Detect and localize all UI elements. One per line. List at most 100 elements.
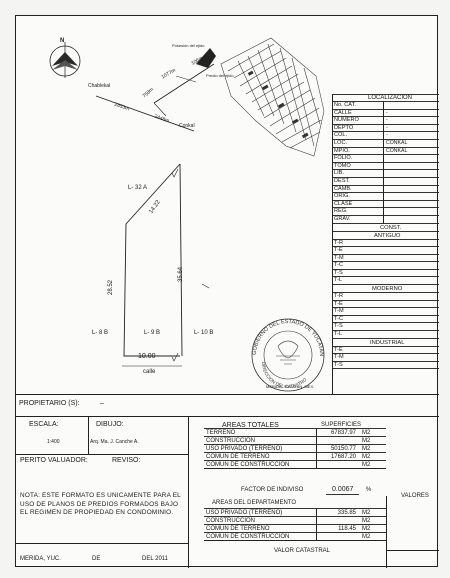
localizacion-row: LIB.: [332, 170, 439, 178]
localizacion-key: COL.: [334, 132, 348, 139]
localizacion-key: CLASE: [334, 200, 353, 207]
const-row: T-M: [332, 354, 439, 362]
localizacion-key: MPIO.: [334, 147, 350, 154]
antiguo-title: ANTIGUO: [374, 232, 401, 239]
area-unit: M2: [362, 445, 371, 452]
area-unit: M2: [362, 453, 371, 460]
map-drawing: [49, 37, 325, 367]
cadastral-sheet: N Chablekal Conkal 2853m 2448m 758m 1077…: [15, 15, 439, 568]
const-key: T-S: [334, 269, 343, 276]
const-row: T-E: [332, 301, 439, 309]
lot-left-label: L- 8 B: [92, 330, 109, 336]
const-row: T-L: [332, 331, 439, 339]
const-key: T-E: [334, 247, 343, 254]
moderno-title: MODERNO: [372, 286, 403, 293]
area-key: COMUN DE CONSTRUCCION: [206, 461, 290, 468]
valor-catastral-label: VALOR CATASTRAL: [274, 548, 331, 554]
localizacion-key: ORIG.: [334, 193, 350, 200]
lot-center-label: L- 9 B: [144, 330, 161, 336]
depto-unit: M2: [362, 517, 371, 524]
area-row: COMUN DE TERRENO 17687.20 M2: [204, 452, 386, 460]
depto-unit: M2: [362, 509, 371, 516]
area-unit: M2: [362, 437, 371, 444]
fecha-city: MERIDA, YUC.: [20, 556, 61, 562]
area-key: TERRENO: [206, 429, 236, 436]
const-key: T-R: [334, 293, 344, 300]
localizacion-key: NUMERO: [334, 117, 359, 124]
localizacion-key: REG.: [334, 208, 348, 215]
localizacion-value: CONKAL: [386, 147, 408, 154]
const-row: T-E: [332, 347, 439, 355]
seal-ring-text: GOBIERNO DEL ESTADO DE YUCATAN: [252, 319, 324, 356]
const-row: T-M: [332, 255, 439, 263]
const-row: T-M: [332, 308, 439, 316]
government-seal-icon: GOBIERNO DEL ESTADO DE YUCATAN DIRECCION…: [251, 318, 325, 392]
escala-label: ESCALA:: [29, 421, 59, 428]
conkal-label: Conkal: [179, 123, 195, 129]
localizacion-row: CALLE-: [332, 110, 439, 118]
lot-boundary-left: [123, 163, 181, 357]
area-key: CONSTRUCCION: [206, 437, 255, 444]
reviso-label: REVISO:: [112, 457, 141, 464]
localizacion-row: COL.-: [332, 132, 439, 140]
localizacion-value: CONKAL: [386, 139, 408, 146]
dim-right-label: 35.64: [178, 266, 185, 283]
fecha-de: DE: [92, 556, 101, 562]
const-key: T-M: [334, 308, 344, 315]
superficies-title: SUPERFICIES: [321, 422, 362, 428]
const-row: T-C: [332, 262, 439, 270]
const-key: T-M: [334, 254, 344, 261]
localizacion-row: MPIO. CONKAL: [332, 148, 439, 156]
const-row: T-S: [332, 323, 439, 332]
localizacion-key: LIB.: [334, 170, 344, 177]
lot-boundary-right: [179, 163, 183, 357]
dibujo-value: Arq. Ma. J. Canche A.: [90, 439, 139, 445]
localizacion-key: DEPTO: [334, 124, 354, 131]
localizacion-key: LOC.: [334, 139, 348, 146]
localizacion-table: LOCALIZACION No. CAT.CALLE-NUMERO-DEPTO-…: [332, 94, 439, 370]
localizacion-key: GRAV.: [334, 215, 351, 222]
localizacion-row: REG.: [332, 208, 439, 216]
areas-title: AREAS TOTALES: [222, 422, 279, 429]
const-key: T-M: [334, 354, 344, 361]
dim-bottom-label: 10.00: [138, 353, 156, 360]
localizacion-row: NUMERO-: [332, 117, 439, 125]
localizacion-key: TOMO: [334, 162, 351, 169]
const-row: T-S: [332, 270, 439, 278]
localizacion-row: DEST.: [332, 178, 439, 186]
localizacion-row: TOMO: [332, 163, 439, 171]
seal-bottom-text: MERIDA, YUCATAN, MEX.: [266, 384, 315, 389]
const-row: T-L: [332, 277, 439, 286]
propietario-value: –: [100, 400, 104, 407]
const-key: T-L: [334, 331, 343, 338]
localizacion-rows: No. CAT.CALLE-NUMERO-DEPTO-COL.-LOC.CONK…: [332, 102, 439, 224]
ejido-possession-label: Posesión del ejido: [172, 43, 205, 48]
road-north: [153, 63, 215, 104]
area-key: COMUN DE TERRENO: [206, 453, 270, 460]
area-value: 17687.20: [330, 453, 356, 460]
street-label: calle: [143, 369, 156, 375]
const-row: T-R: [332, 293, 439, 301]
area-unit: M2: [362, 461, 371, 468]
localizacion-row: GRAV.: [332, 216, 439, 224]
const-key: T-L: [334, 277, 343, 284]
perito-label: PERITO VALUADOR:: [20, 457, 88, 464]
dim-left-label: 28.52: [108, 279, 115, 296]
const-key: T-C: [334, 315, 344, 322]
const-key: T-R: [334, 239, 344, 246]
factor-label: FACTOR DE INDIVISO: [241, 487, 304, 493]
depto-value: 335.85: [337, 509, 356, 516]
localizacion-key: CAMB.: [334, 185, 352, 192]
depto-title: AREAS DEL DEPARTAMENTO: [212, 500, 297, 506]
const-row: T-S: [332, 362, 439, 370]
escala-value: 1:400: [47, 439, 60, 445]
localizacion-row: LOC. CONKAL: [332, 140, 439, 148]
depto-key: COMUN DE TERRENO: [206, 525, 270, 532]
